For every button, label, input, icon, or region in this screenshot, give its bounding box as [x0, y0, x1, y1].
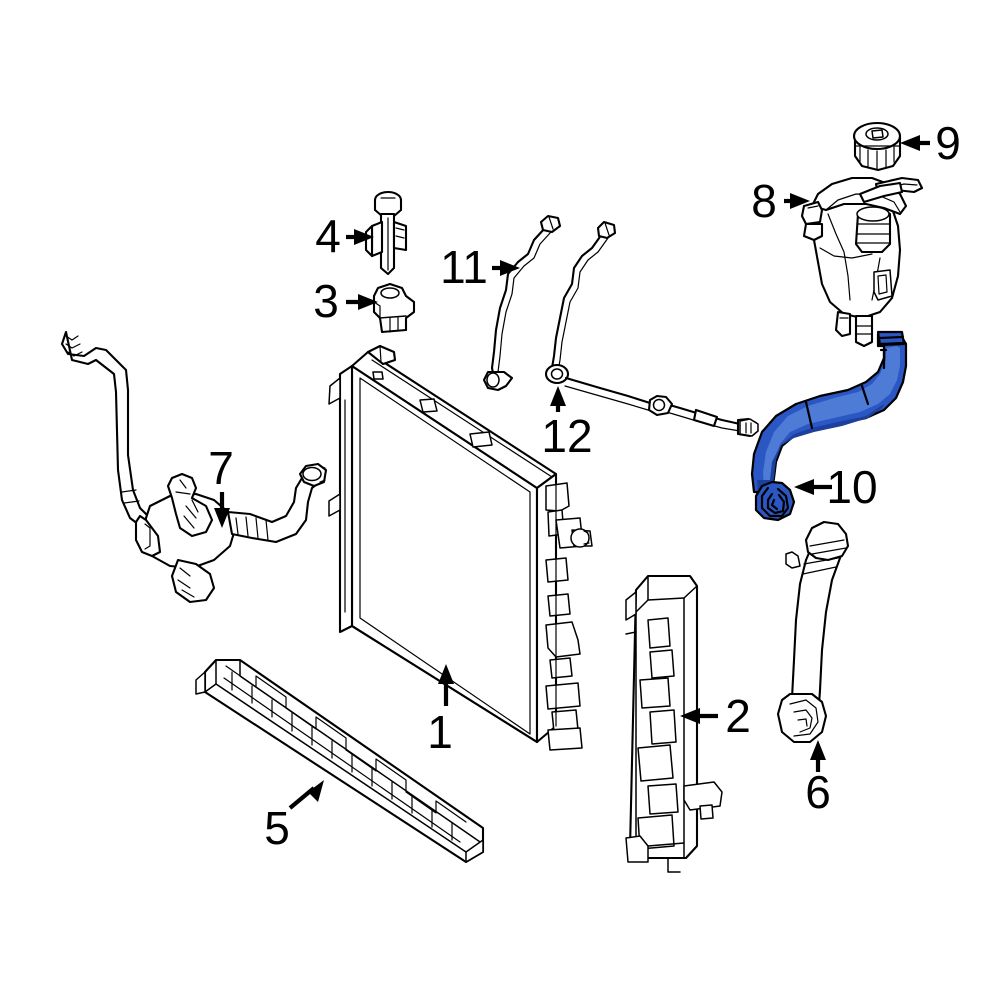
- callout-number-8: 8: [751, 175, 777, 227]
- callout-number-12: 12: [541, 410, 592, 462]
- callout-number-6: 6: [805, 766, 831, 818]
- callout-leader-8: [784, 193, 810, 209]
- part-support-bracket[interactable]: [625, 574, 723, 873]
- callout-leader-6: [810, 740, 826, 772]
- part-vent-line-lower[interactable]: [544, 220, 758, 438]
- callout-number-1: 1: [427, 706, 453, 758]
- part-expansion-tank[interactable]: [800, 176, 924, 348]
- callout-number-7: 7: [208, 442, 234, 494]
- callout-number-11: 11: [440, 241, 488, 293]
- callout-number-3: 3: [313, 275, 339, 327]
- callout-leader-7: [214, 492, 230, 528]
- part-mounting-grommet[interactable]: [372, 282, 416, 334]
- part-retainer-clip[interactable]: [364, 190, 408, 276]
- callout-leader-1: [438, 664, 454, 706]
- bolt-clip-near-hose-10: [739, 418, 759, 437]
- callout-number-10: 10: [826, 461, 877, 513]
- callout-leader-11: [492, 260, 520, 276]
- callout-number-5: 5: [264, 802, 290, 854]
- callout-number-4: 4: [315, 210, 341, 262]
- part-reservoir-cap[interactable]: [852, 121, 902, 172]
- part-lower-radiator-hose[interactable]: [776, 520, 850, 744]
- callout-leader-10: [794, 479, 832, 495]
- part-radiator[interactable]: [328, 344, 593, 751]
- part-vent-line-upper[interactable]: [482, 214, 562, 392]
- callout-numbers: 1 2 3 4 5 6 7 8 9 10 11 12: [208, 117, 961, 854]
- callout-number-2: 2: [725, 690, 751, 742]
- callout-leader-3: [346, 294, 378, 310]
- callout-leader-12: [550, 386, 566, 412]
- callout-leader-4: [346, 229, 374, 245]
- part-air-deflector[interactable]: [195, 658, 485, 864]
- callout-leader-2: [680, 708, 718, 724]
- callout-leader-5: [288, 780, 324, 810]
- callout-leader-9: [900, 135, 930, 151]
- callout-number-9: 9: [935, 117, 961, 169]
- part-coolant-overflow-hose-highlighted[interactable]: [742, 330, 908, 522]
- part-upper-hose-assembly[interactable]: [60, 330, 328, 604]
